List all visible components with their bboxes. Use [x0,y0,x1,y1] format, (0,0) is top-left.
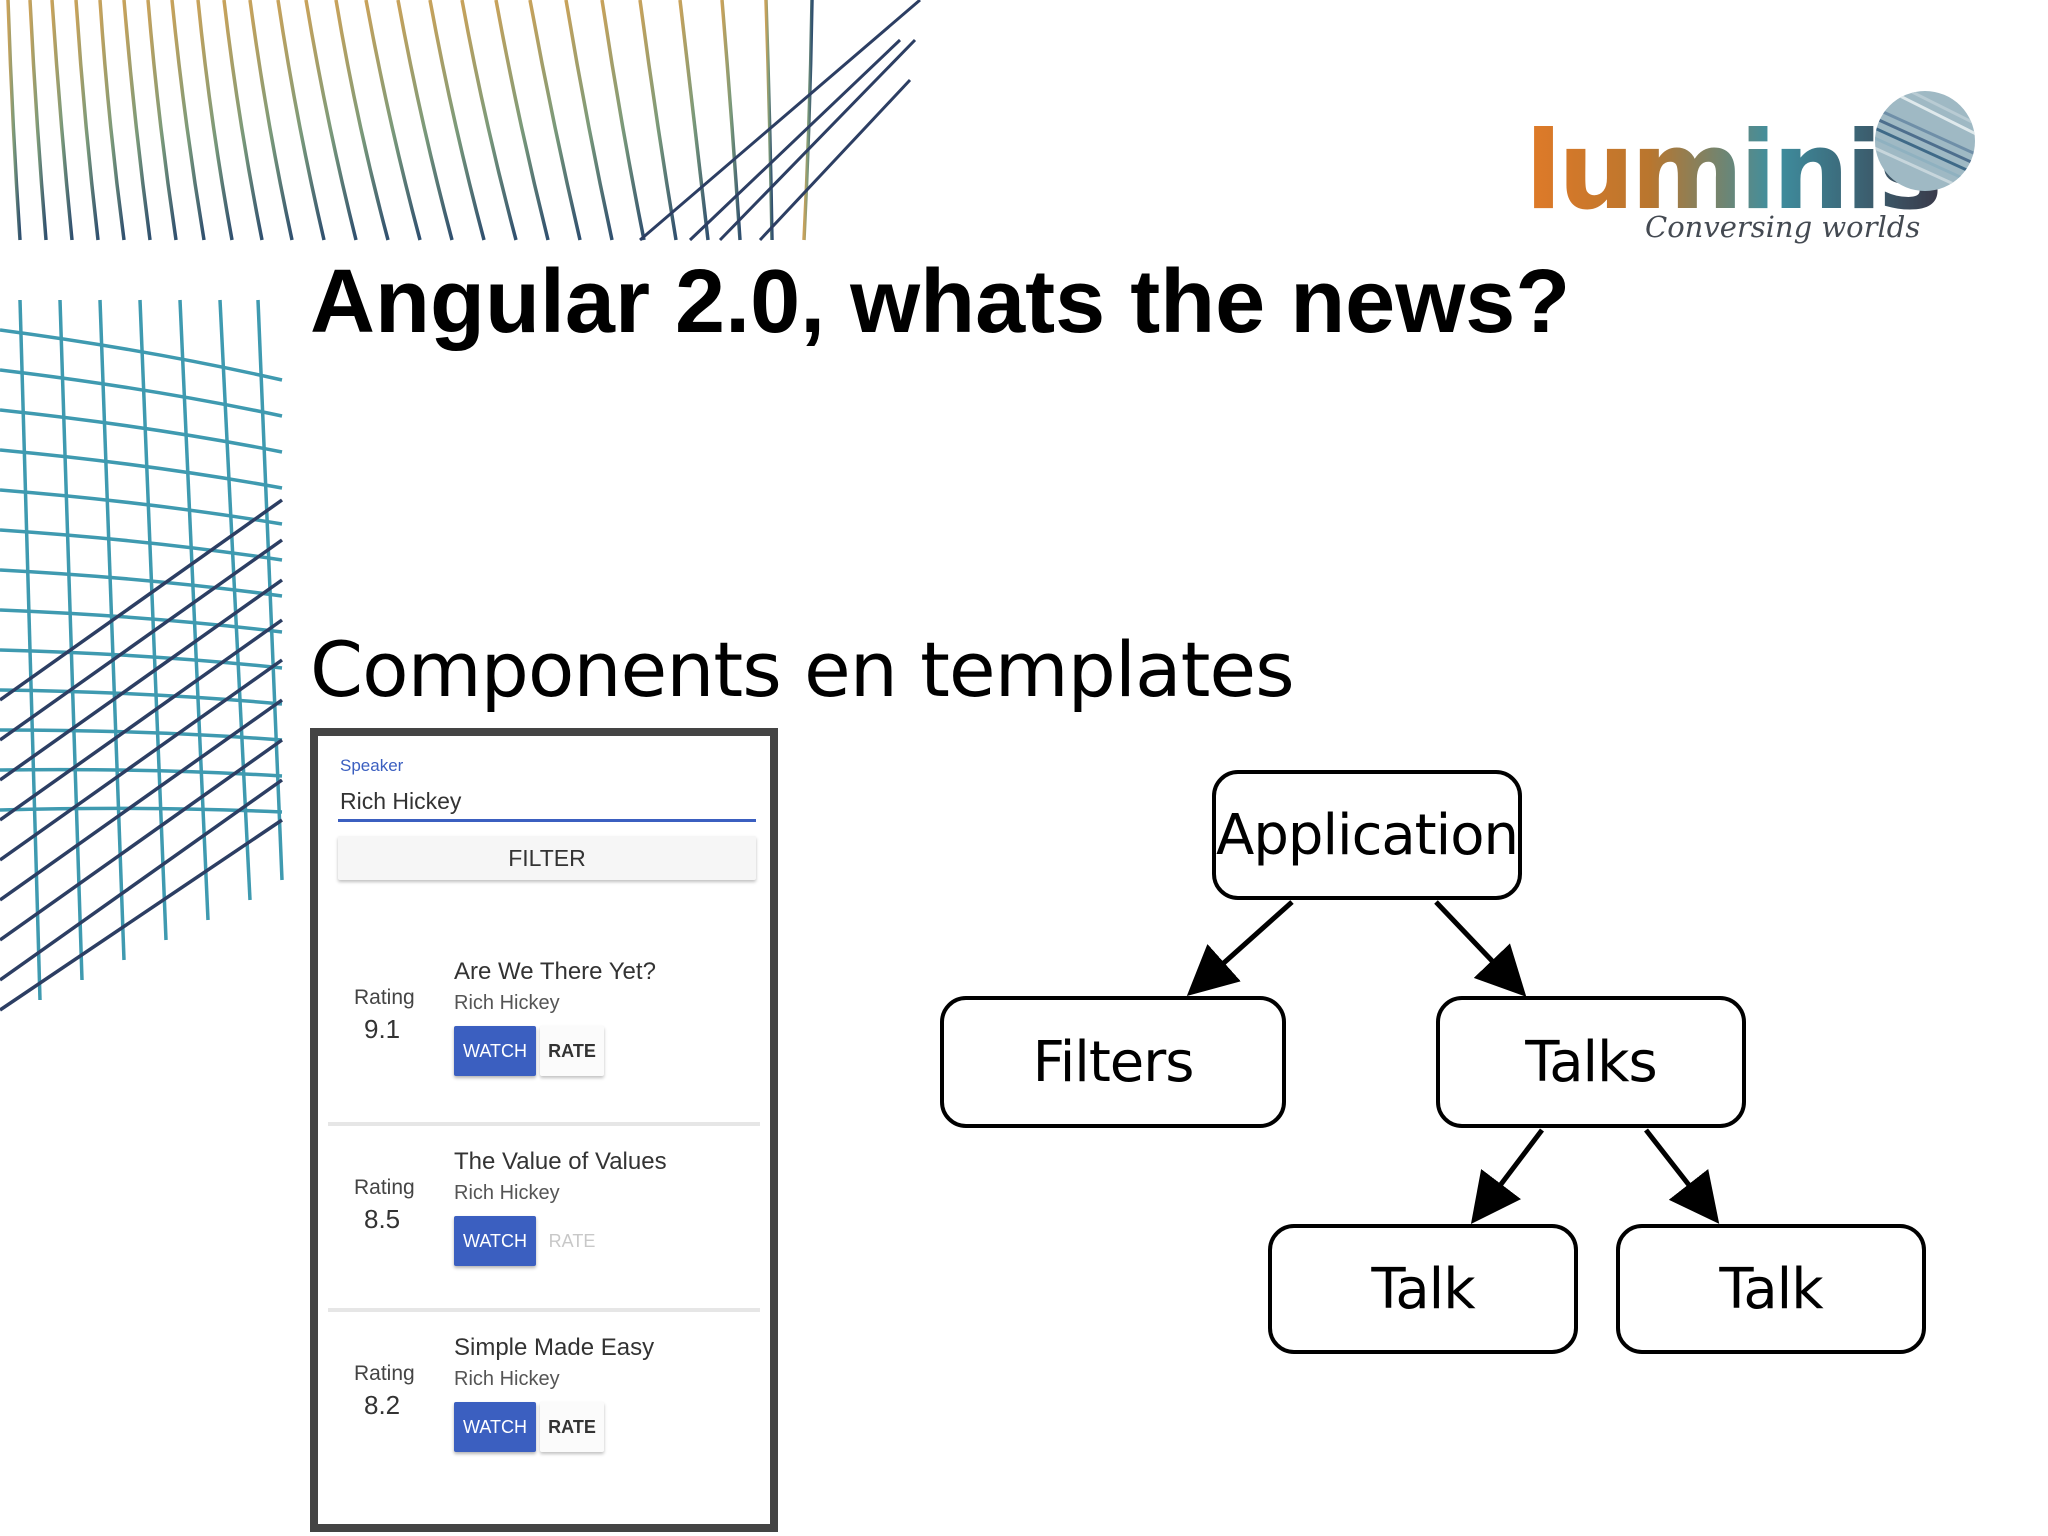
speaker-input[interactable] [338,784,756,822]
rating-label: Rating [354,986,415,1009]
rating-label: Rating [354,1176,415,1199]
talk-speaker: Rich Hickey [454,992,560,1014]
speaker-field-label: Speaker [340,756,404,775]
node-filters: Filters [940,996,1286,1128]
slide-subtitle: Components en templates [310,625,1295,714]
logo-tagline: Conversing worlds [1645,210,1921,244]
watch-button[interactable]: WATCH [454,1402,536,1452]
talk-card: Rating 9.1 Are We There Yet? Rich Hickey… [328,924,760,1108]
node-talks: Talks [1436,996,1746,1128]
globe-icon [1875,91,1975,191]
rating-value: 9.1 [364,1014,401,1044]
rating-value: 8.2 [364,1390,401,1420]
card-divider [328,1122,760,1126]
rate-button[interactable]: RATE [540,1026,604,1076]
node-application: Application [1212,770,1522,900]
talk-speaker: Rich Hickey [454,1182,560,1204]
card-divider [328,1308,760,1312]
talk-card: Rating 8.2 Simple Made Easy Rich Hickey … [328,1312,760,1496]
diagonal-stripes [639,0,921,242]
rate-button-disabled: RATE [540,1216,604,1266]
app-screenshot-frame: Speaker FILTER Rating 9.1 Are We There Y… [310,728,778,1532]
node-talk: Talk [1268,1224,1578,1354]
talk-card: Rating 8.5 The Value of Values Rich Hick… [328,1126,760,1310]
talk-title: Simple Made Easy [454,1334,655,1361]
watch-button[interactable]: WATCH [454,1026,536,1076]
luminis-logo: luminis Conversing worlds [1515,86,1995,256]
curved-stripes [6,0,814,241]
talk-title: The Value of Values [454,1148,667,1175]
rate-button[interactable]: RATE [540,1402,604,1452]
node-talk: Talk [1616,1224,1926,1354]
rating-value: 8.5 [364,1204,401,1234]
rating-label: Rating [354,1362,415,1385]
watch-button[interactable]: WATCH [454,1216,536,1266]
filter-button[interactable]: FILTER [338,836,756,880]
slide-title: Angular 2.0, whats the news? [310,252,1571,352]
talk-speaker: Rich Hickey [454,1368,560,1390]
talk-title: Are We There Yet? [454,958,656,985]
mesh-grid [0,299,284,1012]
logo-wordmark: luminis [1525,109,1943,234]
